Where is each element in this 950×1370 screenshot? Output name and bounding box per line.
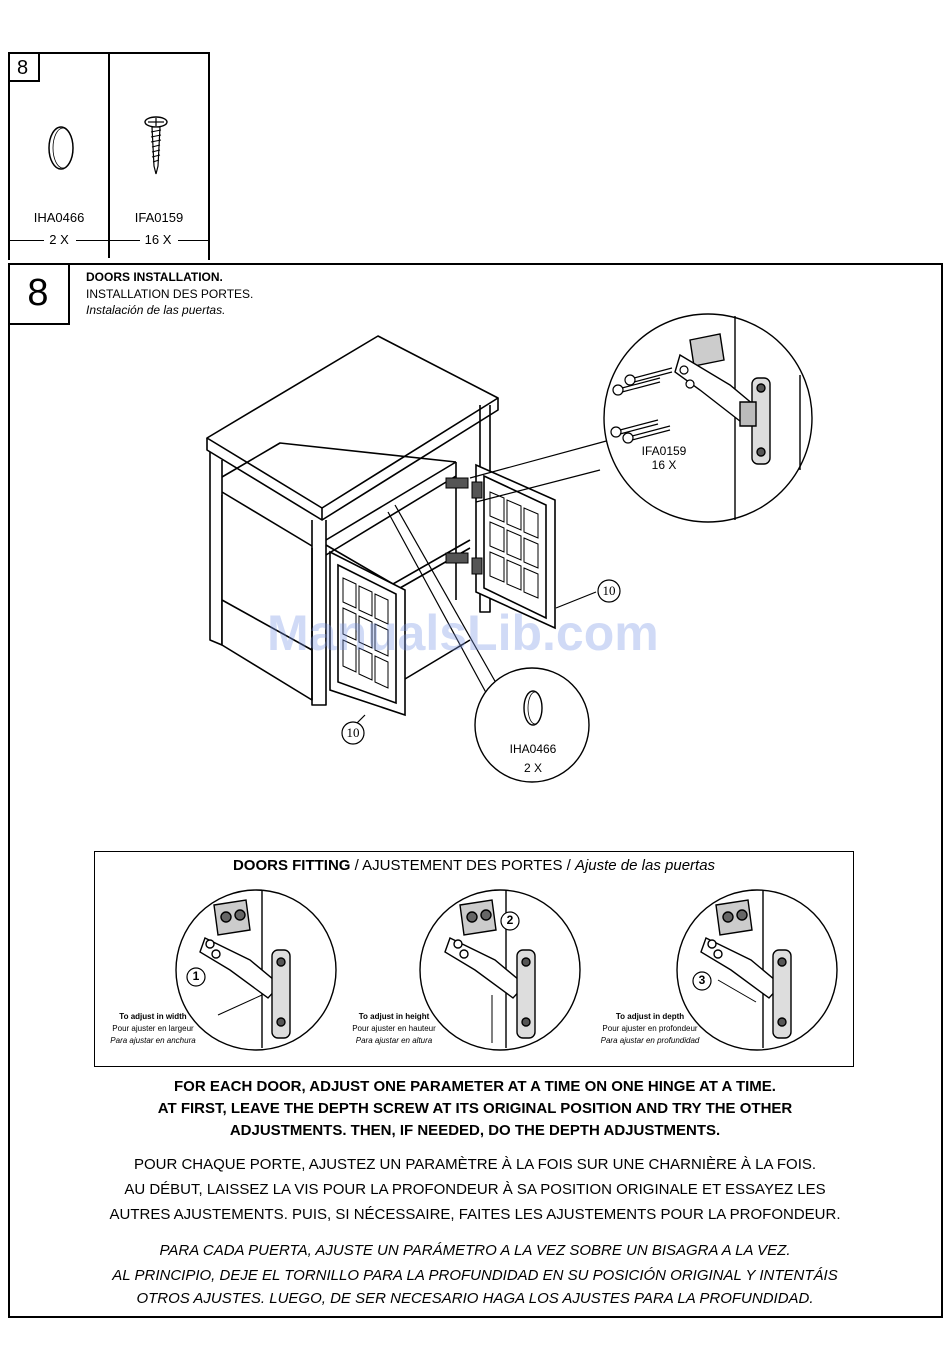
adjust-width-en: To adjust in width	[119, 1012, 187, 1021]
part-qty-cap: 2 X	[49, 232, 69, 247]
adjust-depth-es: Para ajustar en profundidad	[600, 1036, 700, 1045]
adjust-height-fr: Pour ajuster en hauteur	[352, 1024, 436, 1033]
adjust-number-3: 3	[698, 973, 706, 987]
adjust-depth-fr: Pour ajuster en profondeur	[602, 1024, 698, 1033]
cap-part-icon	[48, 126, 74, 170]
instruction-es-line: PARA CADA PUERTA, AJUSTE UN PARÁMETRO A …	[159, 1242, 791, 1259]
fitting-title-rest: / AJUSTEMENT DES PORTES /	[350, 857, 575, 874]
fitting-title-bold: DOORS FITTING	[232, 857, 351, 874]
adjust-width-fr: Pour ajuster en largeur	[112, 1024, 194, 1033]
step-number-box	[8, 263, 70, 325]
part-code-screw: IFA0159	[134, 210, 184, 225]
instruction-fr-line: AUTRES AJUSTEMENTS. PUIS, SI NÉCESSAIRE,…	[109, 1206, 841, 1223]
cabinet-diagram	[206, 313, 813, 783]
step-number: 8	[27, 272, 49, 314]
adjust-number-1: 1	[192, 969, 200, 983]
callout-screw-code: IFA0159	[641, 444, 687, 458]
instruction-fr-line: POUR CHAQUE PORTE, AJUSTEZ UN PARAMÈTRE …	[133, 1156, 817, 1173]
step-title-fr: INSTALLATION DES PORTES.	[86, 287, 254, 301]
adjust-width-es: Para ajustar en anchura	[110, 1036, 196, 1045]
instruction-en-line: AT FIRST, LEAVE THE DEPTH SCREW AT ITS O…	[157, 1100, 793, 1117]
instruction-en-line: ADJUSTMENTS. THEN, IF NEEDED, DO THE DEP…	[229, 1122, 721, 1139]
instruction-en-line: FOR EACH DOOR, ADJUST ONE PARAMETER AT A…	[174, 1078, 776, 1095]
fitting-title-italic: Ajuste de las puertas	[574, 857, 716, 874]
instruction-es-line: OTROS AJUSTES. LUEGO, DE SER NECESARIO H…	[136, 1290, 814, 1307]
adjust-depth-en: To adjust in depth	[615, 1012, 685, 1021]
door-label-right: 10	[602, 583, 616, 598]
screw-part-icon	[144, 116, 168, 175]
adjust-height-es: Para ajustar en altura	[355, 1036, 433, 1045]
adjust-number-2: 2	[506, 913, 514, 927]
doors-fitting-box	[94, 851, 854, 1067]
fitting-title: DOORS FITTING / AJUSTEMENT DES PORTES / …	[94, 857, 854, 874]
callout-cap-code: IHA0466	[509, 742, 557, 756]
parts-step-number: 8	[17, 57, 29, 79]
callout-screw-qty: 16 X	[651, 458, 677, 472]
part-code-cap: IHA0466	[33, 210, 85, 225]
watermark: ManualsLib.com	[267, 605, 659, 661]
door-label-left: 10	[346, 725, 360, 740]
part-qty-screw: 16 X	[144, 232, 172, 247]
step-title-en: DOORS INSTALLATION.	[86, 270, 223, 284]
step-frame	[8, 263, 943, 1318]
instruction-fr-line: AU DÉBUT, LAISSEZ LA VIS POUR LA PROFOND…	[124, 1181, 826, 1198]
callout-cap-qty: 2 X	[523, 761, 542, 775]
adjust-height-en: To adjust in height	[358, 1012, 430, 1021]
instruction-es-line: AL PRINCIPIO, DEJE EL TORNILLO PARA LA P…	[112, 1267, 838, 1284]
step-title-es: Instalación de las puertas.	[86, 303, 226, 317]
